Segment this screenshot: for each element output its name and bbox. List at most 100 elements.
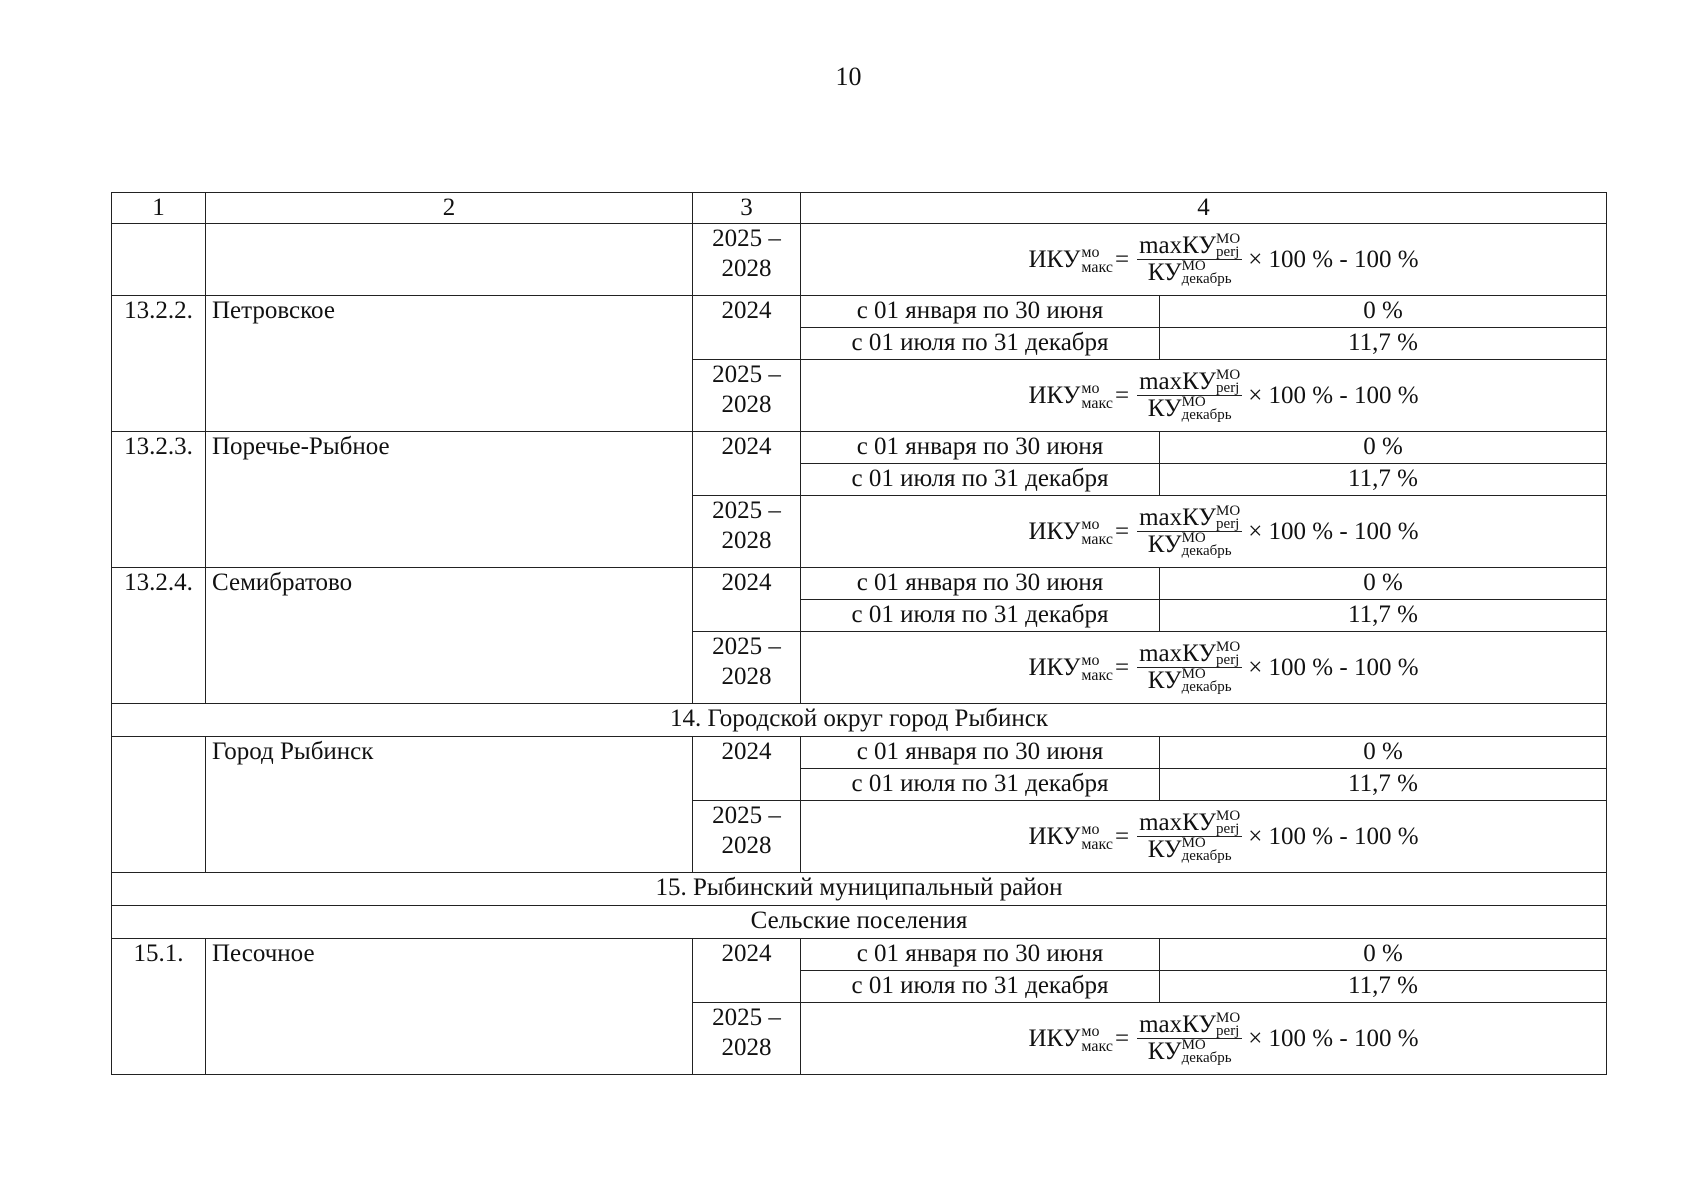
- formula-equals: =: [1115, 245, 1130, 273]
- table-row: 13.2.3. Поречье-Рыбное 2024 с 01 января …: [111, 431, 1607, 568]
- section-title-15: 15. Рыбинский муниципальный район: [111, 872, 1607, 906]
- period-first-half: с 01 января по 30 июня: [800, 736, 1160, 769]
- formula-equals: =: [1115, 381, 1130, 409]
- period-second-half: с 01 июля по 31 декабря: [800, 327, 1160, 360]
- period-first-half: с 01 января по 30 июня: [800, 295, 1160, 328]
- year: 2024: [692, 431, 801, 496]
- row-number: 15.1.: [111, 938, 206, 1075]
- year: 2024: [692, 295, 801, 360]
- value-first-half: 0 %: [1159, 567, 1607, 600]
- section-subtitle-rural: Сельские поселения: [111, 905, 1607, 939]
- period-second-half: с 01 июля по 31 декабря: [800, 463, 1160, 496]
- formula-equals: =: [1115, 653, 1130, 681]
- year-range: 2025 –2028: [692, 223, 801, 296]
- table-row: 15.1. Песочное 2024 с 01 января по 30 ию…: [111, 938, 1607, 1075]
- value-first-half: 0 %: [1159, 938, 1607, 971]
- table-header-row: 1 2 3 4: [111, 192, 1607, 224]
- table-row: 13.2.2. Петровское 2024 с 01 января по 3…: [111, 295, 1607, 432]
- value-second-half: 11,7 %: [1159, 463, 1607, 496]
- value-first-half: 0 %: [1159, 736, 1607, 769]
- year-range: 2025 –2028: [692, 631, 801, 704]
- formula-tail: × 100 % - 100 %: [1248, 245, 1419, 273]
- formula-tail: × 100 % - 100 %: [1248, 1024, 1419, 1052]
- value-first-half: 0 %: [1159, 431, 1607, 464]
- formula-equals: =: [1115, 1024, 1130, 1052]
- value-second-half: 11,7 %: [1159, 970, 1607, 1003]
- header-col-2: 2: [205, 192, 693, 224]
- table-row: Город Рыбинск 2024 с 01 января по 30 июн…: [111, 736, 1607, 873]
- period-second-half: с 01 июля по 31 декабря: [800, 970, 1160, 1003]
- year: 2024: [692, 938, 801, 1003]
- formula-tail: × 100 % - 100 %: [1248, 653, 1419, 681]
- table-row: с 01 июля по 31 декабря 11,7 %: [112, 463, 1607, 496]
- settlement-name: Песочное: [205, 938, 693, 1075]
- row-number: 13.2.3.: [111, 431, 206, 568]
- period-first-half: с 01 января по 30 июня: [800, 567, 1160, 600]
- table-row: 13.2.4. Семибратово 2024 с 01 января по …: [111, 567, 1607, 704]
- formula-equals: =: [1115, 517, 1130, 545]
- row-number: 13.2.2.: [111, 295, 206, 432]
- formula-equals: =: [1115, 822, 1130, 850]
- settlement-name: Петровское: [205, 295, 693, 432]
- header-col-1: 1: [111, 192, 206, 224]
- formula-tail: × 100 % - 100 %: [1248, 381, 1419, 409]
- page-number: 10: [835, 62, 862, 91]
- formula-tail: × 100 % - 100 %: [1248, 822, 1419, 850]
- table-row: с 01 июля по 31 декабря 11,7 %: [112, 768, 1607, 801]
- value-second-half: 11,7 %: [1159, 327, 1607, 360]
- header-col-4: 4: [800, 192, 1607, 224]
- period-first-half: с 01 января по 30 июня: [800, 431, 1160, 464]
- year-range: 2025 –2028: [692, 1002, 801, 1075]
- section-title-14: 14. Городской округ город Рыбинск: [111, 703, 1607, 737]
- row-number: [111, 736, 206, 873]
- table-row: с 01 июля по 31 декабря 11,7 %: [112, 970, 1607, 1003]
- period-first-half: с 01 января по 30 июня: [800, 938, 1160, 971]
- year-range: 2025 –2028: [692, 359, 801, 432]
- section-row: Сельские поселения: [111, 905, 1607, 939]
- value-first-half: 0 %: [1159, 295, 1607, 328]
- section-row: 14. Городской округ город Рыбинск: [111, 703, 1607, 737]
- value-second-half: 11,7 %: [1159, 768, 1607, 801]
- formula-tail: × 100 % - 100 %: [1248, 517, 1419, 545]
- year-range: 2025 –2028: [692, 495, 801, 568]
- year: 2024: [692, 736, 801, 801]
- settlement-name: Поречье-Рыбное: [205, 431, 693, 568]
